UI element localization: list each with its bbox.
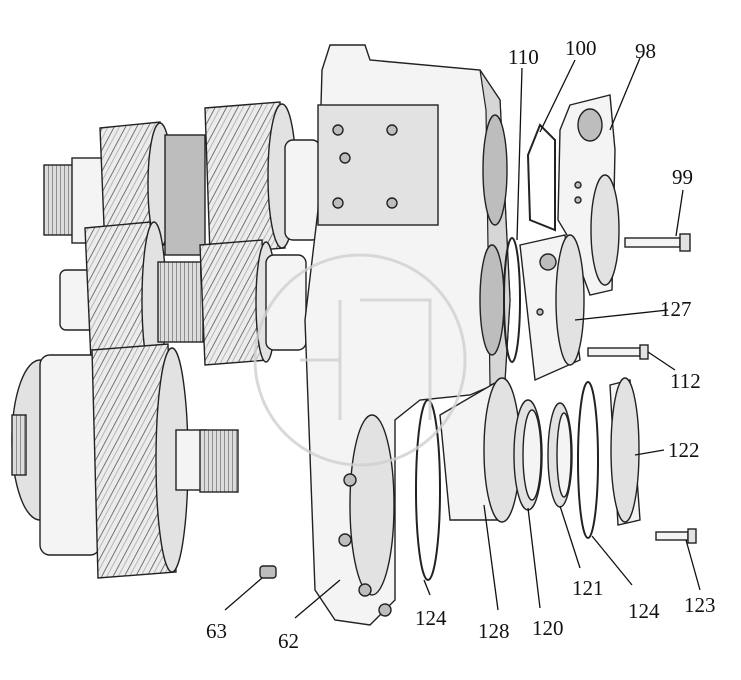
- leader-122: [634, 449, 665, 456]
- leader-110: [516, 67, 523, 241]
- gearbox-housing: [304, 44, 511, 626]
- leader-121: [559, 505, 581, 569]
- input-shaft-spline: [43, 164, 75, 236]
- leader-lines: [224, 57, 701, 619]
- leader-99: [675, 189, 684, 237]
- callout-112: 112: [670, 369, 701, 393]
- right-components: [415, 94, 697, 581]
- clamp-127: [519, 234, 585, 382]
- flange-bolt-hole: [343, 473, 357, 487]
- callout-123: 123: [684, 593, 716, 617]
- leader-98: [609, 57, 641, 131]
- callout-98: 98: [635, 39, 656, 63]
- callout-128: 128: [478, 619, 510, 643]
- gasket-124-right: [577, 381, 599, 539]
- leader-62: [294, 579, 341, 619]
- leader-127: [574, 309, 669, 321]
- housing-bore-upper: [482, 114, 508, 226]
- housing-bore-lower: [479, 244, 505, 356]
- dowel-pin-63: [259, 565, 277, 579]
- plate-bolt: [339, 152, 351, 164]
- plate-bolt: [386, 124, 398, 136]
- leader-63: [224, 577, 263, 611]
- output-drum: [39, 354, 101, 556]
- leader-120: [527, 507, 541, 609]
- bolt-123: [655, 528, 697, 544]
- gasket-100: [526, 123, 556, 232]
- output-shaft-assembly: [11, 343, 239, 579]
- mid-shaft-end: [265, 254, 307, 351]
- plate-bolt: [332, 124, 344, 136]
- callout-labels: 98 99 100 110 127 112 122 123 124 121 12…: [206, 36, 716, 653]
- callout-121: 121: [572, 576, 604, 600]
- callout-99: 99: [672, 165, 693, 189]
- leader-124b: [591, 535, 633, 586]
- callout-100: 100: [565, 36, 597, 60]
- callout-124-right: 124: [628, 599, 660, 623]
- callout-120: 120: [532, 616, 564, 640]
- plate-bolt: [332, 197, 344, 209]
- leader-123: [685, 539, 701, 591]
- ring-120-inner: [522, 409, 542, 501]
- callout-127: 127: [660, 297, 692, 321]
- cover-128: [439, 377, 521, 523]
- bolt-112: [587, 344, 649, 360]
- gear-cluster: [11, 101, 321, 579]
- ring-121-inner: [556, 412, 572, 498]
- leader-128: [483, 504, 499, 611]
- callout-122: 122: [668, 438, 700, 462]
- leader-124a: [423, 579, 431, 596]
- bolt-99: [624, 233, 691, 252]
- callout-124-left: 124: [415, 606, 447, 630]
- input-shaft-assembly: [43, 101, 321, 256]
- callout-62: 62: [278, 629, 299, 653]
- output-spline-left: [11, 414, 27, 476]
- flange-bolt-hole: [338, 533, 352, 547]
- callout-110: 110: [508, 45, 539, 69]
- top-gear-2: [204, 101, 286, 255]
- top-collar: [164, 134, 206, 256]
- flange-bolt-hole: [358, 583, 372, 597]
- counter-shaft-assembly: [59, 221, 307, 385]
- gasket-124-left: [415, 399, 441, 581]
- gasket-110: [503, 237, 521, 363]
- mid-spline-hub: [157, 261, 204, 343]
- output-spline-right: [199, 429, 239, 493]
- top-shaft-end: [284, 139, 321, 241]
- end-cap-122: [609, 377, 641, 526]
- leader-112: [647, 351, 676, 371]
- leader-100: [539, 59, 576, 133]
- output-gear: [91, 343, 177, 579]
- callout-63: 63: [206, 619, 227, 643]
- flange-bolt-hole: [378, 603, 392, 617]
- housing-bore-base: [349, 414, 395, 596]
- watermark-logo: [253, 253, 467, 467]
- plate-bolt: [386, 197, 398, 209]
